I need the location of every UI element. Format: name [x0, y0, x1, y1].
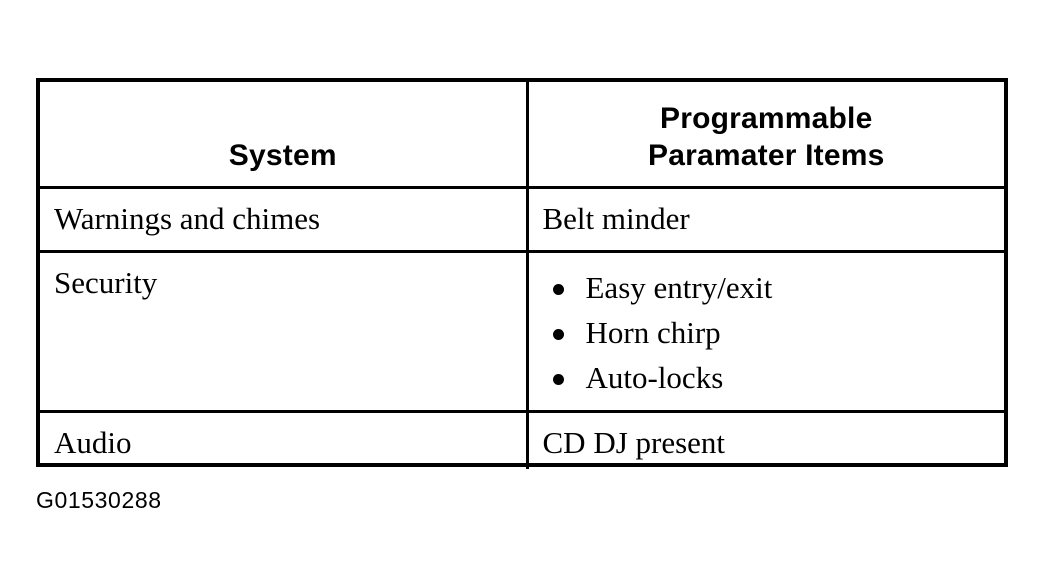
system-label: Audio — [54, 425, 132, 460]
cell-system-security: Security — [40, 251, 529, 413]
table-row: Security Easy entry/exit Horn chirp Auto… — [40, 251, 1005, 413]
programmable-parameters-table: System Programmable Paramater Items Warn… — [36, 78, 1008, 470]
header-cell-system: System — [40, 82, 529, 189]
figure-id-caption: G01530288 — [36, 487, 162, 513]
header-system-label: System — [228, 139, 337, 172]
list-item-label: Easy entry/exit — [585, 270, 773, 305]
cell-system-warnings-and-chimes: Warnings and chimes — [40, 187, 529, 253]
table-row: Audio CD DJ present — [40, 411, 1004, 470]
items-label: Belt minder — [542, 201, 690, 236]
header-items-line-1: Programmable — [660, 102, 873, 135]
table-header-row: System Programmable Paramater Items — [40, 82, 1005, 189]
list-item: Easy entry/exit — [552, 265, 1005, 310]
cell-items-audio: CD DJ present — [527, 412, 1004, 470]
header-items-text: Programmable Paramater Items — [529, 100, 1005, 186]
header-items-line-2: Paramater Items — [648, 139, 885, 172]
list-item-label: Auto-locks — [585, 360, 724, 395]
cell-items-warnings-and-chimes: Belt minder — [527, 187, 1004, 253]
cell-items-security: Easy entry/exit Horn chirp Auto-locks — [527, 251, 1005, 413]
header-system-text: System — [40, 137, 526, 186]
items-label: CD DJ present — [542, 425, 726, 460]
security-items-list: Easy entry/exit Horn chirp Auto-locks — [529, 253, 1005, 400]
header-cell-programmable-parameter-items: Programmable Paramater Items — [527, 82, 1005, 189]
table-row: Warnings and chimes Belt minder — [40, 187, 1004, 253]
list-item: Horn chirp — [552, 310, 1005, 355]
cell-system-audio: Audio — [40, 411, 529, 469]
system-label: Security — [54, 265, 158, 300]
system-label: Warnings and chimes — [54, 201, 321, 236]
list-item-label: Horn chirp — [585, 315, 721, 350]
list-item: Auto-locks — [552, 355, 1005, 400]
